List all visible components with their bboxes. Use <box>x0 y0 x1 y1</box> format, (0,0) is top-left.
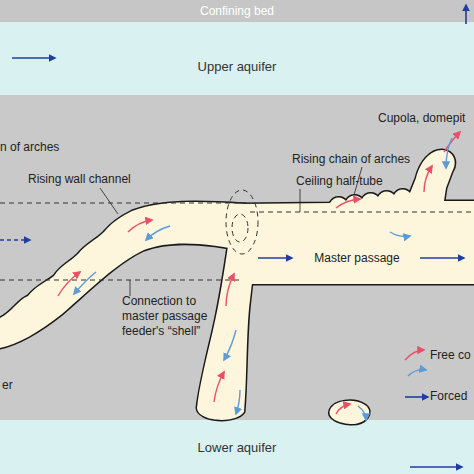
legend-free-sample <box>405 350 424 360</box>
forced-arrow <box>420 257 464 259</box>
free-arrow <box>336 404 350 414</box>
callout-label: Rising wall channel <box>28 172 131 187</box>
shell-dashed-line <box>0 280 240 281</box>
connection-ellipse <box>226 190 258 254</box>
callout-label: Rising chain of arches <box>292 152 410 167</box>
free-arrow <box>146 226 170 240</box>
legend-free-sample <box>408 370 426 376</box>
free-arrow <box>74 272 96 294</box>
callout-label: n of arches <box>0 140 59 155</box>
forced-arrow <box>465 5 467 24</box>
free-arrow <box>58 272 80 296</box>
free-arrow <box>446 138 452 168</box>
aquifer-band: Lower aquifer <box>0 420 474 474</box>
leader-line <box>300 189 301 212</box>
free-arrow <box>444 132 460 152</box>
free-arrow <box>358 406 366 420</box>
master-passage: Master passage <box>240 200 474 285</box>
free-arrow <box>424 166 432 192</box>
aquifer-band: Upper aquifer <box>0 22 474 95</box>
forced-arrow <box>410 466 462 468</box>
free-arrow <box>214 372 224 402</box>
free-arrow <box>236 390 240 414</box>
passage-outlines <box>0 150 474 424</box>
legend-text: Free co <box>430 348 471 362</box>
free-arrow <box>390 232 410 237</box>
free-arrow <box>226 274 234 306</box>
connection-ellipse <box>232 214 248 242</box>
shell-lines <box>0 190 474 280</box>
callout-label: Cupola, domepit <box>378 111 465 126</box>
legend-text: Forced <box>430 389 467 403</box>
feeder-outline <box>197 246 258 420</box>
node-label: Confining bed <box>200 4 274 18</box>
master-passage-outline <box>240 150 474 284</box>
feeder-fill <box>197 246 258 420</box>
free-arrow <box>336 199 360 208</box>
legend-entry: Forced <box>430 389 467 404</box>
legend-entry: Free co <box>430 348 471 363</box>
node-label: Lower aquifer <box>198 440 277 455</box>
free-arrow <box>128 220 152 232</box>
confining-bed-band: Confining bed <box>0 0 474 22</box>
legend-forced-sample <box>405 396 428 398</box>
node-label: Master passage <box>314 251 399 265</box>
node-label: Upper aquifer <box>198 59 277 74</box>
callout-label: Ceiling half-tube <box>296 174 383 189</box>
forced-arrow <box>258 257 292 259</box>
blob-outline <box>330 401 370 424</box>
forced-flow-arrows <box>0 5 466 467</box>
ceiling-dashed-line <box>250 212 474 213</box>
branch-fill <box>0 202 250 348</box>
free-arrow <box>224 330 236 360</box>
blob-fill <box>330 401 370 424</box>
forced-arrow <box>12 57 55 59</box>
callout-label: er <box>2 378 13 393</box>
forced-arrow <box>0 239 30 241</box>
master-passage-fill <box>240 150 474 284</box>
passage-fills <box>0 150 474 424</box>
shell-dashed-line <box>0 203 240 204</box>
callout-label: Connection to master passage feeder's “s… <box>122 294 222 339</box>
leader-line <box>130 280 131 296</box>
leader-line <box>100 188 118 214</box>
